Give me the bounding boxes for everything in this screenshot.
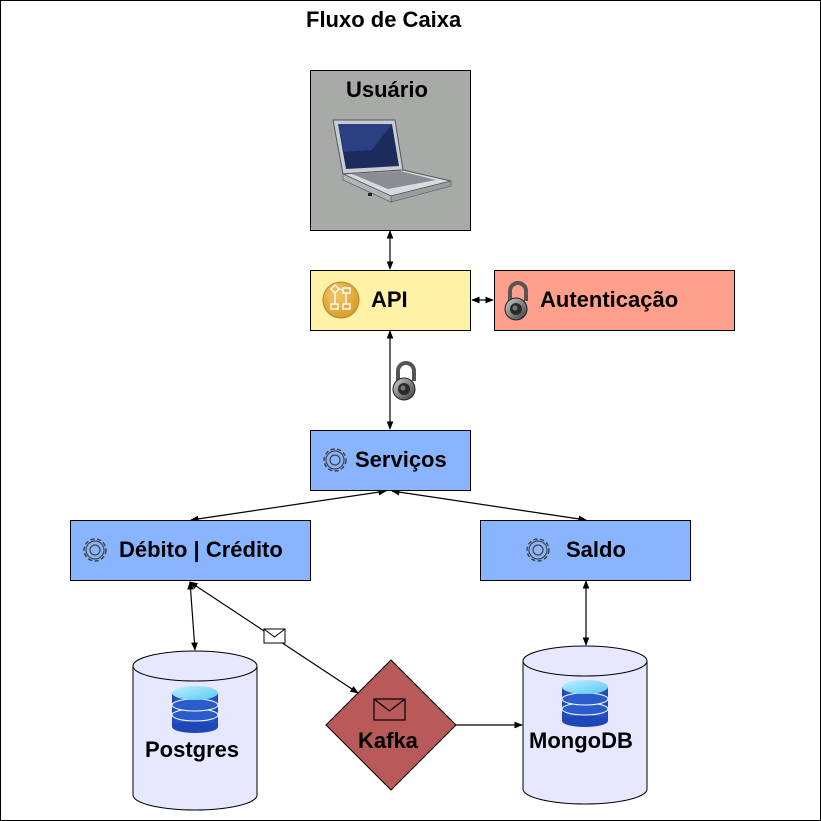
- node-api[interactable]: [310, 270, 471, 331]
- node-label-kafka: Kafka: [358, 728, 418, 753]
- node-label-autenticacao: Autenticação: [540, 287, 679, 312]
- edge-servicos-debito: [190, 488, 387, 523]
- laptop-icon: [332, 119, 452, 203]
- node-postgres[interactable]: [132, 650, 258, 811]
- node-debito-credito[interactable]: [70, 520, 311, 581]
- envelope-icon: [263, 628, 286, 644]
- database-icon: [561, 679, 609, 728]
- node-kafka[interactable]: [325, 659, 457, 791]
- edge-servicos-saldo: [391, 488, 587, 523]
- node-label-saldo: Saldo: [566, 537, 626, 562]
- node-servicos[interactable]: [310, 430, 471, 491]
- node-label-servicos: Serviços: [355, 447, 447, 472]
- diagram-title: Fluxo de Caixa: [306, 7, 462, 32]
- node-autenticacao[interactable]: [494, 270, 735, 331]
- node-label-debito-credito: Débito | Crédito: [119, 537, 283, 562]
- envelope-icon: [373, 698, 406, 721]
- node-label-usuario: Usuário: [346, 77, 428, 102]
- node-label-postgres: Postgres: [145, 737, 240, 762]
- node-saldo[interactable]: [480, 520, 691, 581]
- node-label-mongodb: MongoDB: [529, 728, 633, 753]
- workflow-icon: [322, 281, 360, 319]
- node-label-api: API: [371, 287, 408, 312]
- node-mongodb[interactable]: [522, 645, 648, 805]
- database-icon: [171, 685, 219, 734]
